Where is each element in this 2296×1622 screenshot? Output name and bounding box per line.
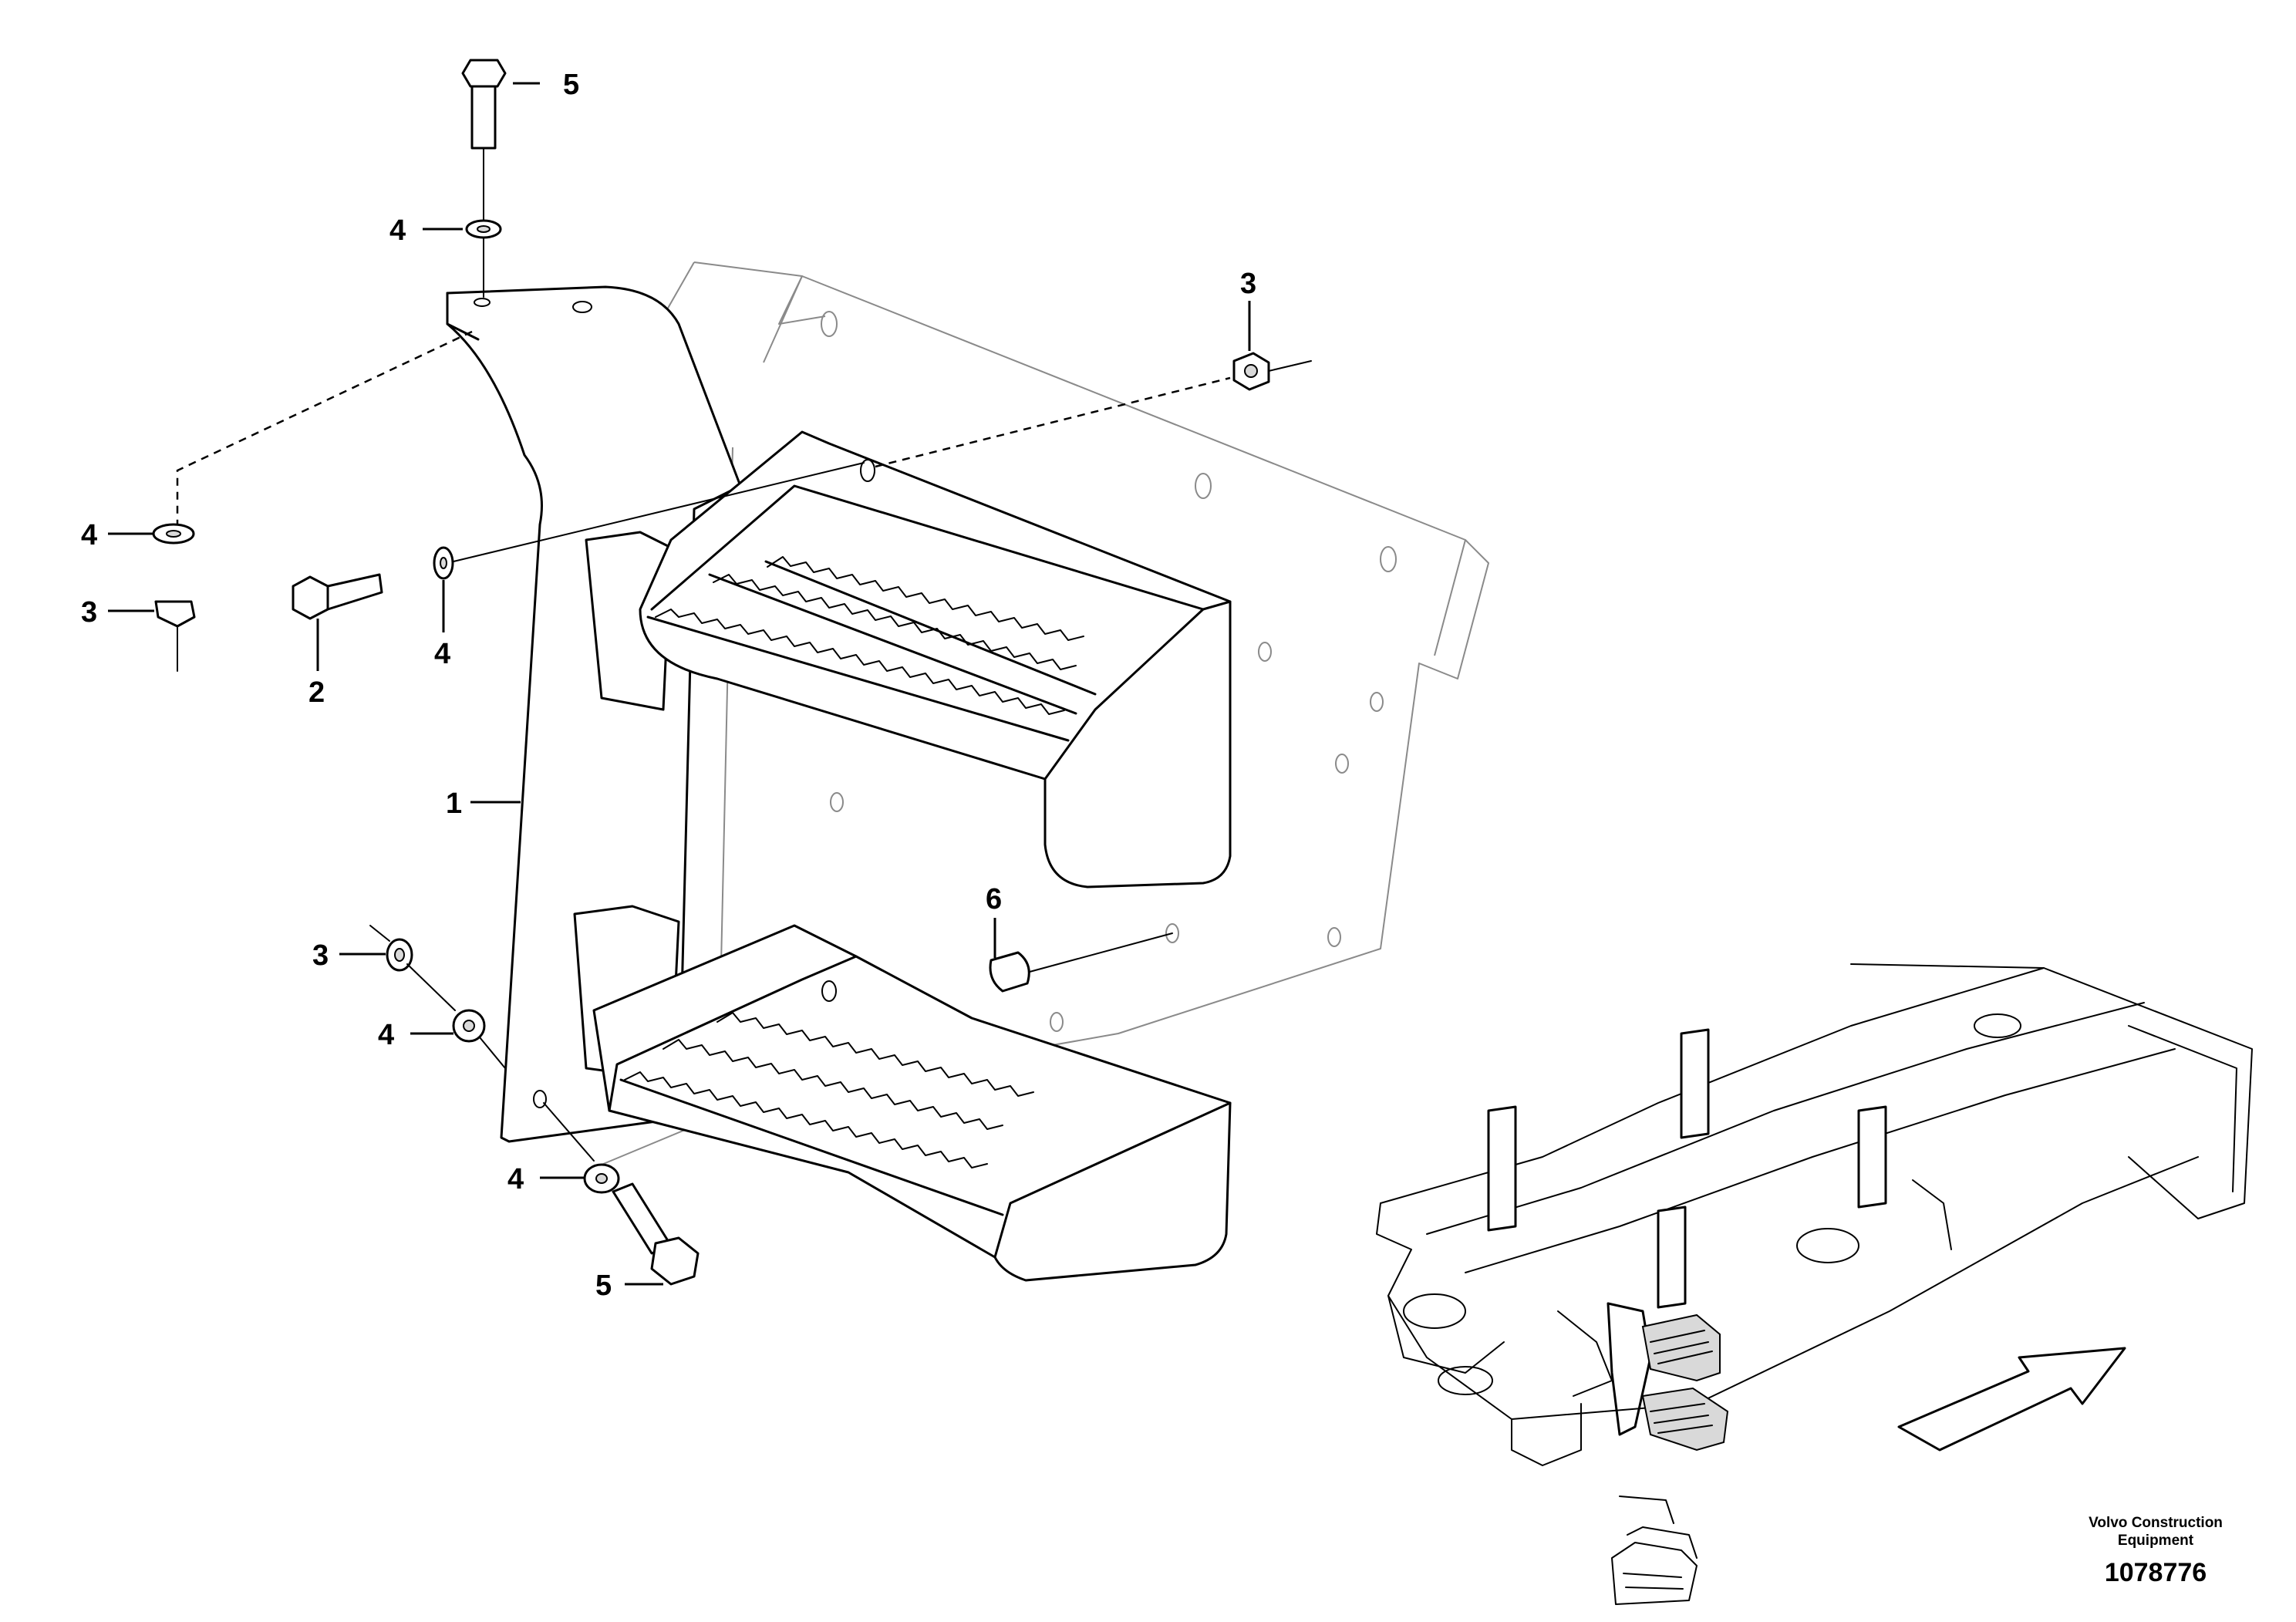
side-bolt <box>292 462 865 620</box>
left-washer-nut <box>152 330 473 672</box>
drawing-number: 1078776 <box>2104 1558 2207 1587</box>
mounting-panel <box>601 261 1489 1165</box>
callout-6: 6 <box>986 883 1002 916</box>
machine-frame-overview <box>1376 963 2253 1605</box>
callout-2: 2 <box>308 676 325 709</box>
brand-line-2: Equipment <box>2117 1533 2194 1549</box>
callout-4-left: 4 <box>81 519 97 551</box>
lower-hardware <box>369 925 700 1286</box>
callout-1: 1 <box>446 787 462 820</box>
callout-labels: 5 4 3 4 3 2 4 1 6 3 4 4 5 <box>81 69 1256 1302</box>
upper-step <box>585 430 1232 889</box>
callout-4-bottom: 4 <box>507 1163 524 1195</box>
brand-line-1: Volvo Construction <box>2089 1515 2223 1531</box>
callout-3-left: 3 <box>81 596 97 629</box>
callout-4-mid: 4 <box>434 638 450 670</box>
callout-3-lower: 3 <box>312 939 329 972</box>
callout-5-top: 5 <box>563 69 579 101</box>
lower-step <box>573 905 1232 1282</box>
plug <box>989 932 1173 993</box>
callout-4-lower: 4 <box>378 1019 394 1051</box>
callout-5-bottom: 5 <box>595 1270 612 1302</box>
callout-4-top: 4 <box>389 214 406 247</box>
top-bolt <box>461 59 507 298</box>
right-nut <box>875 352 1312 468</box>
hollow-arrow-icon <box>1897 1347 2126 1452</box>
volvo-brand-block: Volvo Construction Equipment 1078776 <box>2052 1514 2260 1588</box>
callout-3-right: 3 <box>1240 268 1256 300</box>
